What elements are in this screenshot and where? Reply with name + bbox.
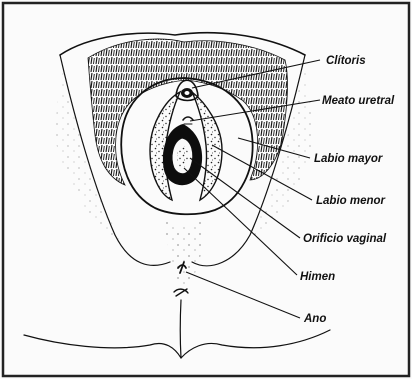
label-labio-menor: Labio menor	[316, 195, 386, 207]
urethral-meatus	[183, 117, 193, 120]
perineum-shading	[165, 212, 205, 290]
clitoris-highlight	[185, 91, 190, 95]
gluteal-cleft	[180, 300, 181, 358]
label-himen: Himen	[300, 271, 335, 283]
right-buttock-outline	[181, 330, 330, 358]
left-buttock-outline	[24, 335, 181, 358]
label-ano: Ano	[303, 313, 326, 325]
leader-ano	[186, 272, 300, 318]
label-meato-uretral: Meato uretral	[322, 95, 395, 107]
label-orificio-vaginal: Orificio vaginal	[303, 233, 387, 245]
anus-pucker	[174, 289, 188, 296]
label-clitoris: Clítoris	[326, 55, 366, 67]
label-labio-mayor: Labio mayor	[314, 153, 383, 165]
